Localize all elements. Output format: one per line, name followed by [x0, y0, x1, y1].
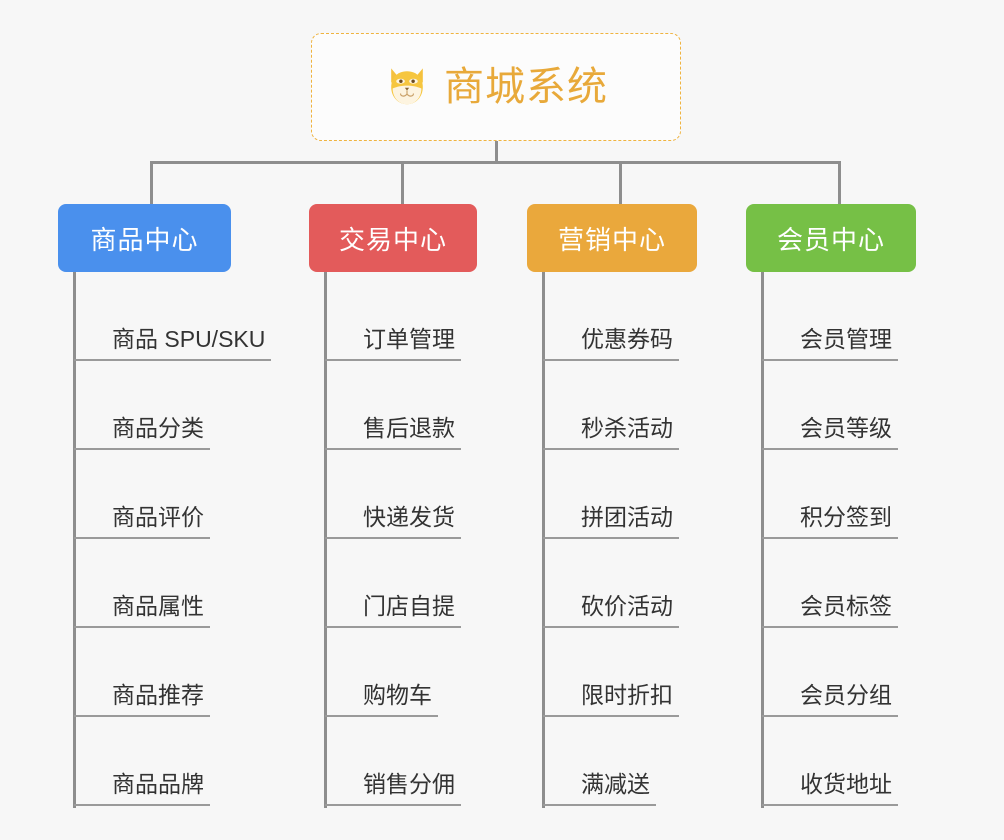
leaf-label: 收货地址 — [762, 773, 898, 806]
leaf-item[interactable]: 商品品牌 — [73, 717, 271, 806]
leaf-label: 门店自提 — [325, 595, 461, 628]
leaf-item[interactable]: 购物车 — [324, 628, 461, 717]
leaf-label: 商品 SPU/SKU — [74, 328, 272, 361]
leaf-label: 售后退款 — [325, 417, 461, 450]
leaf-item[interactable]: 积分签到 — [761, 450, 898, 539]
leaf-label: 会员管理 — [762, 328, 898, 361]
leaf-label: 快递发货 — [325, 506, 461, 539]
connector-drop-2 — [401, 161, 404, 206]
leaf-item[interactable]: 门店自提 — [324, 539, 461, 628]
leaf-item[interactable]: 满减送 — [542, 717, 679, 806]
connector-drop-1 — [150, 161, 153, 206]
leaf-label: 积分签到 — [762, 506, 898, 539]
leaf-label: 拼团活动 — [543, 506, 679, 539]
branch-header-2[interactable]: 营销中心 — [527, 204, 697, 272]
leaf-item[interactable]: 商品评价 — [73, 450, 271, 539]
leaf-label: 砍价活动 — [543, 595, 679, 628]
leaf-list-1: 订单管理 售后退款 快递发货 门店自提 购物车 销售分佣 — [324, 272, 461, 806]
leaf-item[interactable]: 订单管理 — [324, 272, 461, 361]
leaf-item[interactable]: 会员标签 — [761, 539, 898, 628]
connector-drop-3 — [619, 161, 622, 206]
leaf-list-3: 会员管理 会员等级 积分签到 会员标签 会员分组 收货地址 — [761, 272, 898, 806]
branch-header-label: 交易中心 — [338, 224, 447, 255]
leaf-item[interactable]: 商品推荐 — [73, 628, 271, 717]
branch-spine — [761, 272, 764, 808]
leaf-item[interactable]: 销售分佣 — [324, 717, 461, 806]
branch-spine — [542, 272, 545, 808]
leaf-item[interactable]: 商品分类 — [73, 361, 271, 450]
leaf-label: 销售分佣 — [325, 773, 461, 806]
root-node[interactable]: 商城系统 — [311, 33, 681, 141]
branch-header-label: 会员中心 — [776, 224, 885, 255]
root-title: 商城系统 — [444, 65, 608, 109]
leaf-label: 商品分类 — [74, 417, 210, 450]
connector-horizontal-bus — [150, 161, 841, 164]
leaf-item[interactable]: 秒杀活动 — [542, 361, 679, 450]
leaf-label: 订单管理 — [325, 328, 461, 361]
leaf-label: 限时折扣 — [543, 684, 679, 717]
leaf-item[interactable]: 快递发货 — [324, 450, 461, 539]
leaf-item[interactable]: 会员分组 — [761, 628, 898, 717]
leaf-list-2: 优惠券码 秒杀活动 拼团活动 砍价活动 限时折扣 满减送 — [542, 272, 679, 806]
leaf-item[interactable]: 商品属性 — [73, 539, 271, 628]
leaf-label: 会员标签 — [762, 595, 898, 628]
leaf-item[interactable]: 会员管理 — [761, 272, 898, 361]
branch-spine — [324, 272, 327, 808]
leaf-label: 满减送 — [543, 773, 656, 806]
leaf-item[interactable]: 商品 SPU/SKU — [73, 272, 272, 361]
leaf-list-0: 商品 SPU/SKU 商品分类 商品评价 商品属性 商品推荐 商品品牌 — [73, 272, 272, 806]
branch-header-label: 商品中心 — [90, 224, 199, 255]
leaf-item[interactable]: 限时折扣 — [542, 628, 679, 717]
leaf-label: 秒杀活动 — [543, 417, 679, 450]
leaf-label: 会员分组 — [762, 684, 898, 717]
connector-drop-4 — [838, 161, 841, 206]
leaf-label: 商品品牌 — [74, 773, 210, 806]
branch-spine — [73, 272, 76, 808]
leaf-item[interactable]: 售后退款 — [324, 361, 461, 450]
leaf-label: 商品属性 — [74, 595, 210, 628]
leaf-item[interactable]: 会员等级 — [761, 361, 898, 450]
branch-header-3[interactable]: 会员中心 — [746, 204, 916, 272]
leaf-item[interactable]: 收货地址 — [761, 717, 898, 806]
leaf-item[interactable]: 拼团活动 — [542, 450, 679, 539]
branch-header-label: 营销中心 — [557, 224, 666, 255]
leaf-label: 商品推荐 — [74, 684, 210, 717]
branch-header-0[interactable]: 商品中心 — [58, 204, 231, 272]
branch-header-1[interactable]: 交易中心 — [309, 204, 477, 272]
leaf-label: 优惠券码 — [543, 328, 679, 361]
connector-root-stem — [495, 141, 498, 163]
leaf-item[interactable]: 优惠券码 — [542, 272, 679, 361]
leaf-label: 购物车 — [325, 684, 438, 717]
leaf-item[interactable]: 砍价活动 — [542, 539, 679, 628]
leaf-label: 商品评价 — [74, 506, 210, 539]
shiba-dog-face-icon — [391, 68, 423, 105]
leaf-label: 会员等级 — [762, 417, 898, 450]
